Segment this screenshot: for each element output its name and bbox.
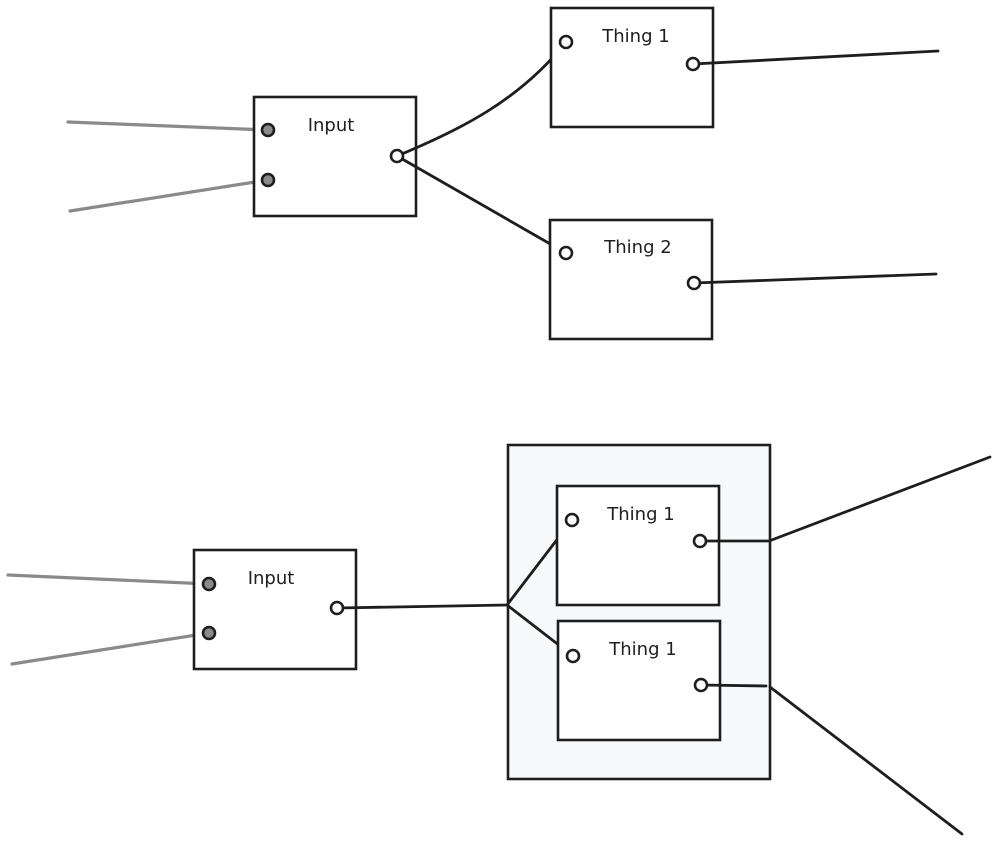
bottom-input-port-2[interactable] [201,625,217,641]
bottom-input-wire-2 [10,631,211,666]
bottom-input-wire-1 [6,573,211,586]
top-input-output-port[interactable] [389,148,405,164]
bottom-thing-1-upper-node[interactable]: Thing 1 [555,484,721,607]
bottom-input-label: Input [248,568,295,589]
top-thing-2-node[interactable]: Thing 2 [548,218,714,341]
bottom-thing-1-lower-box [556,619,722,742]
bottom-thing-1-upper-input-port[interactable] [564,512,580,528]
top-thing-1-label: Thing 1 [601,26,669,47]
bottom-thing-1-upper-box [555,484,721,607]
top-input-box [252,95,418,218]
top-thing-2-output-wire [692,272,938,285]
top-thing-2-label: Thing 2 [603,237,671,258]
bottom-thing-1-lower-label: Thing 1 [608,639,676,660]
bottom-thing-1-lower-output-port[interactable] [693,677,709,693]
top-input-wire-1 [66,120,270,132]
top-input-label: Input [308,115,355,136]
bottom-input-node[interactable]: Input [192,548,358,671]
bottom-thing-1-lower-input-port[interactable] [565,648,581,664]
top-thing-1-box [549,6,715,129]
top-thing-1-input-port[interactable] [558,34,574,50]
bottom-input-output-port[interactable] [329,600,345,616]
bottom-thing-1-upper-output-port[interactable] [692,533,708,549]
bottom-wire-to-group [335,603,509,610]
bottom-group-lower-output-wire [768,685,964,836]
top-thing-1-output-port[interactable] [685,56,701,72]
top-input-node[interactable]: Input [252,95,418,218]
bottom-thing-1-lower-node[interactable]: Thing 1 [556,619,722,742]
top-thing-2-input-port[interactable] [558,245,574,261]
bottom-thing-1-upper-output-wire [698,455,992,543]
bottom-thing-1-upper-label: Thing 1 [606,504,674,525]
top-input-wire-2 [68,178,270,213]
bottom-input-box [192,548,358,671]
top-thing-2-box [548,218,714,341]
bottom-thing-1-lower-output-wire [699,683,768,688]
top-thing-1-node[interactable]: Thing 1 [549,6,715,129]
bottom-diagram: Input Thing 1 Thing 1 [6,443,992,836]
top-thing-1-output-wire [691,49,940,66]
top-thing-2-output-port[interactable] [686,275,702,291]
top-wire-to-thing2 [395,154,568,255]
top-diagram: Input Thing 1 Thing 2 [66,6,940,341]
top-wire-to-thing1 [395,40,568,158]
top-input-port-2[interactable] [260,172,276,188]
top-input-port-1[interactable] [260,122,276,138]
bottom-input-port-1[interactable] [201,576,217,592]
